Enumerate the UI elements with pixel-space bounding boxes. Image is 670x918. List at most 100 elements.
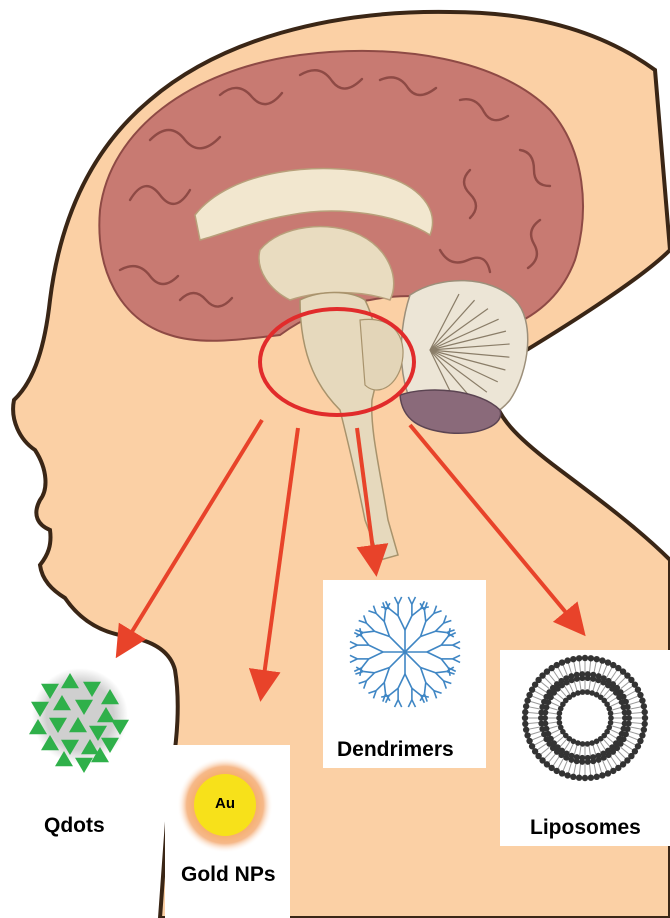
lipid-head bbox=[569, 677, 575, 683]
dendrimers-card: Dendrimers bbox=[323, 580, 486, 768]
lipid-head bbox=[564, 772, 570, 778]
lipid-head bbox=[523, 703, 529, 709]
dendrimer-branch bbox=[426, 683, 434, 691]
dendrimer-branch bbox=[355, 671, 363, 674]
lipid-head bbox=[621, 726, 627, 732]
dendrimer-branch bbox=[453, 642, 460, 646]
dendrimer-branch bbox=[424, 602, 427, 610]
lipid-head bbox=[523, 727, 529, 733]
lipid-tail bbox=[614, 754, 622, 763]
lipid-tail bbox=[598, 662, 601, 673]
dendrimer-branch bbox=[350, 655, 357, 659]
lipid-head bbox=[605, 770, 611, 776]
lipid-tail bbox=[558, 759, 564, 770]
lipid-tail bbox=[623, 744, 633, 751]
lipid-tail bbox=[629, 701, 640, 704]
lipid-head bbox=[639, 732, 645, 738]
qdots-label: Qdots bbox=[44, 814, 105, 838]
lipid-tail bbox=[537, 686, 547, 693]
lipid-head bbox=[543, 726, 549, 732]
lipid-tail bbox=[531, 696, 542, 701]
lipid-head bbox=[599, 772, 605, 778]
dendrimer-branch bbox=[412, 688, 421, 695]
lipid-head bbox=[637, 692, 643, 698]
lipid-head bbox=[579, 755, 585, 761]
lipid-head bbox=[557, 720, 563, 726]
dendrimer-branch bbox=[366, 673, 374, 681]
lipid-tail bbox=[579, 660, 580, 672]
lipid-tail bbox=[627, 736, 638, 741]
lipid-tail bbox=[630, 727, 642, 729]
lipid-head bbox=[524, 697, 530, 703]
dendrimer-branch bbox=[427, 652, 441, 659]
gold-core-label: Au bbox=[215, 795, 235, 812]
dendrimer-branch bbox=[366, 623, 374, 631]
lipid-tail bbox=[618, 677, 626, 685]
lipid-head bbox=[595, 753, 601, 759]
lipid-head bbox=[576, 775, 582, 781]
lipid-tail bbox=[537, 744, 547, 751]
dendrimer-branch bbox=[436, 631, 447, 632]
dendrimer-branch bbox=[441, 636, 448, 645]
dendrimer-icon bbox=[323, 580, 486, 720]
dendrimer-branch bbox=[376, 613, 384, 621]
lipid-head bbox=[580, 689, 586, 695]
lipid-tail bbox=[594, 763, 596, 775]
lipid-tail bbox=[603, 760, 608, 771]
lipid-head bbox=[594, 656, 600, 662]
dendrimer-branch bbox=[355, 630, 363, 633]
dendrimer-branch bbox=[363, 671, 374, 672]
lipid-tail bbox=[614, 673, 622, 682]
lipid-head bbox=[524, 732, 530, 738]
lipid-tail bbox=[627, 696, 638, 701]
lipid-tail bbox=[563, 760, 568, 771]
dendrimer-branch bbox=[453, 645, 460, 649]
qdots-card bbox=[10, 668, 150, 788]
dendrimer-branch bbox=[384, 610, 385, 621]
lipid-tail bbox=[529, 731, 540, 734]
dendrimer-branch bbox=[405, 674, 412, 688]
dendrimer-branch bbox=[441, 659, 448, 668]
lipid-tail bbox=[574, 661, 576, 673]
lipid-tail bbox=[598, 762, 601, 773]
lipid-head bbox=[594, 774, 600, 780]
lipid-tail bbox=[540, 681, 549, 689]
lipid-head bbox=[590, 754, 596, 760]
lipid-tail bbox=[590, 764, 591, 776]
lipid-head bbox=[622, 720, 628, 726]
dendrimer-branch bbox=[350, 659, 357, 663]
lipid-head bbox=[588, 655, 594, 661]
lipid-head bbox=[590, 676, 596, 682]
lipid-head bbox=[580, 741, 586, 747]
dendrimer-branch bbox=[389, 609, 398, 616]
dendrimer-branch bbox=[389, 636, 405, 652]
lipid-head bbox=[639, 697, 645, 703]
lipid-head bbox=[579, 675, 585, 681]
lipid-tail bbox=[544, 751, 552, 759]
lipid-tail bbox=[548, 754, 556, 763]
dendrimer-branch bbox=[453, 659, 460, 663]
lipid-tail bbox=[579, 764, 580, 776]
quantum-dot-triangle bbox=[75, 758, 93, 773]
lipid-head bbox=[642, 715, 648, 721]
lipid-tail bbox=[553, 756, 560, 766]
lipid-tail bbox=[594, 661, 596, 673]
lipid-tail bbox=[611, 756, 618, 766]
dendrimer-branch bbox=[398, 616, 405, 630]
lipid-head bbox=[543, 704, 549, 710]
lipid-head bbox=[570, 656, 576, 662]
dendrimer-branch bbox=[447, 671, 455, 674]
lipid-head bbox=[542, 720, 548, 726]
lipid-head bbox=[574, 754, 580, 760]
lipid-tail bbox=[623, 686, 633, 693]
lipid-head bbox=[585, 755, 591, 761]
gold-nps-label: Gold NPs bbox=[181, 863, 276, 887]
dendrimer-branch bbox=[389, 688, 398, 695]
dendrimer-branch bbox=[424, 683, 425, 694]
lipid-tail bbox=[626, 691, 637, 697]
lipid-tail bbox=[544, 677, 552, 685]
liposomes-card: Liposomes bbox=[500, 650, 670, 846]
lipid-head bbox=[582, 775, 588, 781]
lipid-head bbox=[642, 709, 648, 715]
